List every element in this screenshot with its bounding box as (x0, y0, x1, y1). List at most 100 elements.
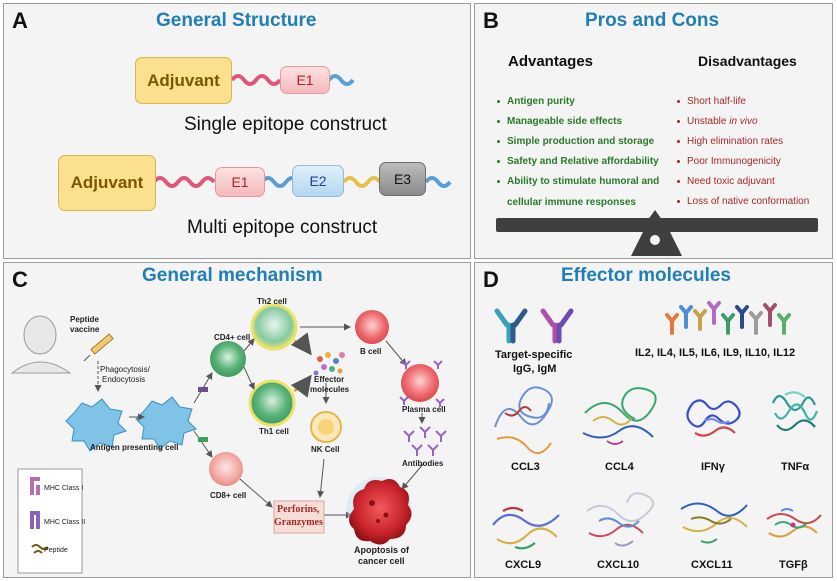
adjuvant-box-single: Adjuvant (135, 57, 232, 104)
ccl3-structure-icon (494, 386, 553, 454)
b-cell-label: B cell (360, 347, 382, 356)
disadvantage-item: Loss of native conformation (677, 196, 809, 207)
mhc-class-i-icon (30, 477, 40, 495)
ifng-label: IFNγ (701, 461, 725, 473)
apc-cell-icon (65, 398, 127, 452)
th1-cell (248, 379, 296, 427)
cxcl9-label: CXCL9 (505, 559, 542, 571)
cxcl11-structure-icon (680, 502, 748, 544)
ccl4-label: CCL4 (605, 461, 634, 473)
disadvantage-item: High elimination rates (677, 136, 783, 147)
peptide-icon (31, 544, 49, 554)
ccl3-label: CCL3 (511, 461, 540, 473)
tgfb-label: TGFβ (779, 559, 808, 571)
cd4-label: CD4+ cell (214, 333, 251, 342)
legend-box (17, 468, 83, 574)
disadvantages-heading: Disadvantages (698, 53, 797, 69)
effector-molecules-icon (313, 352, 345, 376)
panel-a-title: General Structure (156, 10, 317, 31)
ccl4-structure-icon (582, 387, 657, 445)
epitope-e1-single: E1 (280, 66, 330, 94)
effector-molecules-diagram (492, 301, 822, 550)
cxcl10-structure-icon (586, 492, 655, 547)
epitope-e2-multi: E2 (292, 165, 344, 197)
advantage-item-continued: cellular immune responses (507, 197, 636, 208)
interleukin-icons (665, 301, 791, 335)
advantage-item: Antigen purity (497, 96, 575, 107)
th2-label: Th2 cell (257, 297, 287, 306)
antibody-icons (399, 360, 445, 407)
ifng-structure-icon (686, 399, 741, 437)
panel-b-title: Pros and Cons (585, 10, 720, 31)
apc-label: Antigen presenting cell (90, 443, 179, 452)
linker-blue-3 (424, 176, 452, 188)
mechanism-diagram (10, 303, 447, 574)
legend-mhc-class-i: MHC Class I (44, 485, 84, 492)
perforins-label-2: Granzymes (274, 517, 323, 528)
advantage-item: Simple production and storage (497, 136, 654, 147)
balance-scale-icon (496, 210, 818, 256)
cxcl10-label: CXCL10 (597, 559, 640, 571)
advantage-item: Manageable side effects (497, 116, 622, 127)
panel-d: D Effector molecules (474, 262, 833, 578)
cd4-cell (210, 341, 246, 377)
interleukins-label: IL2, IL4, IL5, IL6, IL9, IL10, IL12 (635, 347, 796, 359)
panel-d-label: D (483, 267, 499, 292)
antibodies-group-icon (403, 426, 447, 456)
antibodies-label: Antibodies (402, 459, 444, 468)
mhc-class-ii-icon (30, 511, 40, 529)
cancer-cell-icon (347, 477, 412, 545)
panel-a-label: A (12, 8, 28, 33)
igg-igm-label-1: Target-specific (495, 349, 573, 361)
cd8-label: CD8+ cell (210, 491, 247, 500)
linker-yellow (342, 176, 382, 188)
nk-label: NK Cell (311, 445, 340, 454)
cd8-cell (209, 452, 243, 486)
cxcl9-structure-icon (492, 506, 560, 550)
legend-mhc-class-ii: MHC Class II (44, 519, 86, 526)
advantage-item: Safety and Relative affordability (497, 156, 659, 167)
igg-icon (494, 308, 528, 344)
panel-c-label: C (12, 267, 28, 292)
disadvantage-item: Need toxic adjuvant (677, 176, 775, 187)
linker-pink (230, 74, 282, 86)
apc-cell-icon (135, 396, 197, 450)
advantages-heading: Advantages (508, 53, 594, 70)
panel-b-label: B (483, 8, 499, 33)
phagocytosis-label-2: Endocytosis (102, 375, 146, 384)
plasma-cell (401, 364, 439, 402)
th1-label: Th1 cell (259, 427, 289, 436)
apoptosis-label-1: Apoptosis of (354, 545, 409, 555)
th2-cell (250, 303, 298, 351)
peptide-vaccine-label-2: vaccine (70, 325, 100, 334)
tnfa-label: TNFα (781, 461, 810, 473)
perforins-label-1: Perforins, (277, 504, 320, 515)
plasma-label: Plasma cell (402, 405, 446, 414)
panel-b: B Pros and Cons Advantages Disadvantages… (474, 3, 833, 259)
cxcl11-label: CXCL11 (691, 559, 733, 571)
effector-label-2: molecules (310, 385, 350, 394)
multi-epitope-caption: Multi epitope construct (187, 217, 378, 238)
panel-c-title: General mechanism (142, 265, 323, 286)
tnfa-structure-icon (771, 391, 819, 432)
igg-igm-label-2: IgG, IgM (513, 363, 557, 375)
b-cell (355, 310, 389, 344)
panel-c: C General mechanism (3, 262, 471, 578)
adjuvant-box-multi: Adjuvant (58, 155, 156, 211)
peptide-vaccine-label-1: Peptide (70, 315, 99, 324)
person-icon (10, 315, 72, 374)
linker-pink-2 (152, 176, 216, 188)
linker-waves (152, 74, 452, 188)
syringe-icon (83, 333, 114, 362)
disadvantage-item: Short half-life (677, 96, 746, 107)
epitope-e3-multi: E3 (379, 162, 426, 196)
advantage-item: Ability to stimulate humoral and (497, 176, 659, 187)
panel-d-title: Effector molecules (561, 265, 731, 286)
igm-icon (540, 308, 574, 344)
disadvantage-item: Unstable in vivo (677, 116, 758, 127)
perforins-box (273, 500, 325, 534)
disadvantage-item: Poor Immunogenicity (677, 156, 781, 167)
tgfb-structure-icon (766, 508, 822, 538)
apoptosis-label-2: cancer cell (358, 556, 405, 566)
panel-a: A General Structure Adjuvant E1 Single e… (3, 3, 471, 259)
